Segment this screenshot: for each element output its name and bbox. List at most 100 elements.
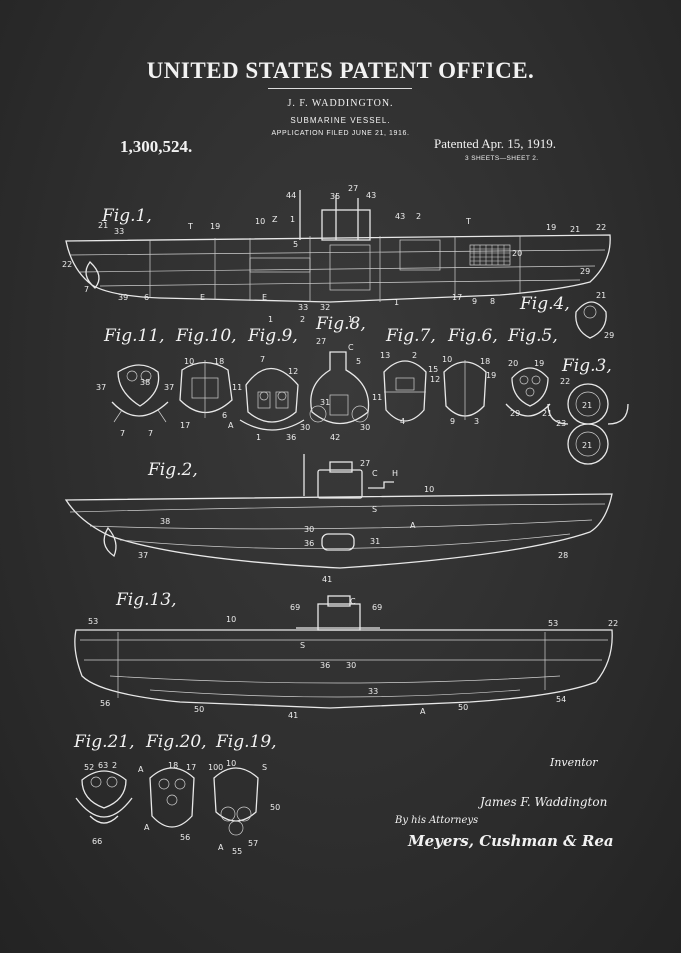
svg-text:27: 27 [348,184,358,193]
inventor-label: Inventor [550,756,598,769]
svg-text:22: 22 [596,223,606,232]
svg-text:30: 30 [300,423,310,432]
svg-text:C: C [348,343,354,352]
svg-text:50: 50 [458,703,468,712]
svg-text:5: 5 [293,240,298,249]
svg-text:19: 19 [210,222,220,231]
svg-text:57: 57 [248,839,258,848]
svg-text:20: 20 [508,359,518,368]
svg-text:8: 8 [490,297,495,306]
svg-text:S: S [300,641,305,650]
svg-text:E: E [262,293,267,302]
svg-text:18: 18 [168,761,178,770]
svg-text:2: 2 [416,212,421,221]
svg-text:10: 10 [184,357,194,366]
svg-text:21: 21 [98,221,108,230]
svg-text:36: 36 [304,539,314,548]
svg-text:1: 1 [394,298,399,307]
fig20-label: Fig.20, [146,732,207,752]
fig3-label: Fig.3, [562,356,612,376]
svg-text:17: 17 [452,293,462,302]
fig9-label: Fig.9, [248,326,298,346]
svg-text:10: 10 [442,355,452,364]
svg-text:A: A [144,823,150,832]
svg-text:1: 1 [290,215,295,224]
sheet-count: 3 SHEETS—SHEET 2. [465,155,539,162]
svg-text:35: 35 [330,192,340,201]
svg-text:41: 41 [322,575,332,584]
svg-text:100: 100 [208,763,223,772]
svg-text:23: 23 [556,419,566,428]
svg-text:55: 55 [232,847,242,856]
inventor-signature: James F. Waddington [480,795,608,809]
svg-text:1: 1 [256,433,261,442]
fig21-label: Fig.21, [74,732,135,752]
fig10-label: Fig.10, [176,326,237,346]
svg-text:50: 50 [270,803,280,812]
svg-text:33: 33 [368,687,378,696]
svg-text:A: A [410,521,416,530]
attorneys-label: By his Attorneys [395,815,479,826]
svg-text:43: 43 [366,191,376,200]
svg-text:29: 29 [604,331,614,340]
svg-text:19: 19 [546,223,556,232]
svg-text:2: 2 [300,315,305,324]
svg-text:29: 29 [580,267,590,276]
svg-text:19: 19 [534,359,544,368]
svg-text:Z: Z [272,215,278,224]
svg-text:29: 29 [510,409,520,418]
fig7-label: Fig.7, [386,326,436,346]
svg-text:5: 5 [356,357,361,366]
svg-text:30: 30 [304,525,314,534]
svg-text:30: 30 [360,423,370,432]
svg-text:52: 52 [84,763,94,772]
svg-text:A: A [420,707,426,716]
svg-text:21: 21 [542,409,552,418]
svg-text:33: 33 [298,303,308,312]
svg-text:12: 12 [430,375,440,384]
invention-title: SUBMARINE VESSEL. [290,116,391,125]
svg-text:10: 10 [226,759,236,768]
svg-text:31: 31 [370,537,380,546]
patented-date: Patented Apr. 15, 1919. [434,136,557,151]
svg-text:T: T [465,217,471,226]
svg-text:S: S [372,505,377,514]
svg-text:10: 10 [424,485,434,494]
svg-text:22: 22 [608,619,618,628]
filing-date: APPLICATION FILED JUNE 21, 1916. [271,130,410,137]
svg-text:42: 42 [330,433,340,442]
svg-text:2: 2 [412,351,417,360]
svg-text:37: 37 [96,383,106,392]
svg-text:44: 44 [286,191,296,200]
svg-text:18: 18 [214,357,224,366]
svg-text:9: 9 [472,297,477,306]
svg-text:7: 7 [120,429,125,438]
svg-text:37: 37 [164,383,174,392]
svg-text:54: 54 [556,695,566,704]
svg-text:43: 43 [395,212,405,221]
svg-text:11: 11 [232,383,242,392]
svg-text:C: C [372,469,378,478]
page-title: UNITED STATES PATENT OFFICE. [146,58,535,83]
svg-text:A: A [228,421,234,430]
svg-text:4: 4 [400,417,405,426]
svg-text:38: 38 [160,517,170,526]
svg-text:6: 6 [144,293,149,302]
svg-text:9: 9 [450,417,455,426]
inventor-heading: J. F. WADDINGTON. [287,98,394,109]
svg-text:66: 66 [92,837,102,846]
svg-text:38: 38 [140,378,150,387]
svg-text:53: 53 [88,617,98,626]
svg-text:17: 17 [180,421,190,430]
svg-text:12: 12 [288,367,298,376]
svg-text:20: 20 [512,249,522,258]
svg-text:69: 69 [372,603,382,612]
svg-text:3: 3 [474,417,479,426]
svg-text:13: 13 [380,351,390,360]
svg-text:37: 37 [138,551,148,560]
svg-text:21: 21 [582,441,592,450]
svg-text:6: 6 [222,411,227,420]
